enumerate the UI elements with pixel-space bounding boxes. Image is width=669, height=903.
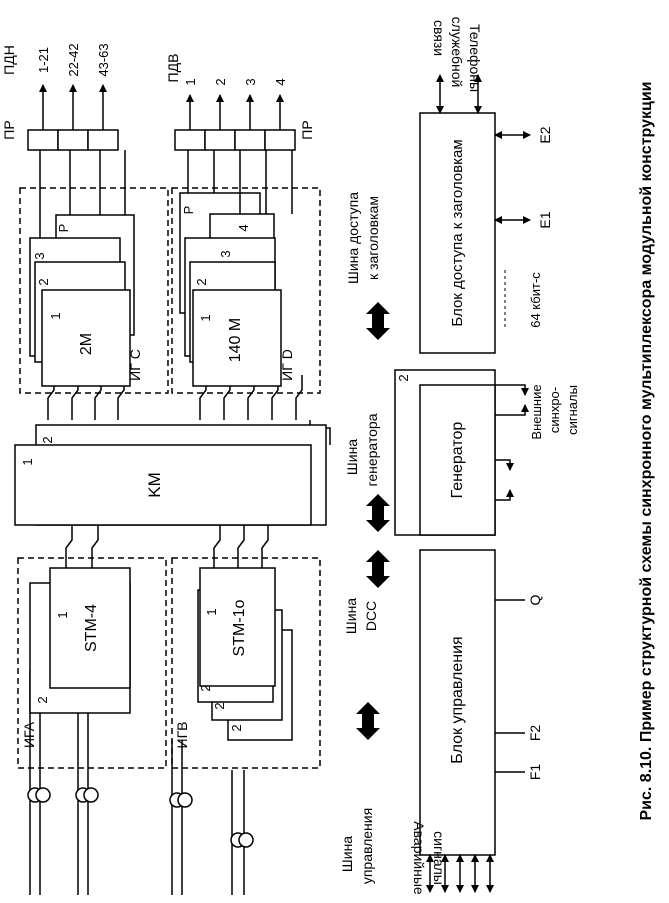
group-igd-frame [171,187,321,394]
pr-top-block[interactable] [27,129,119,151]
mgmt-ports [495,599,525,773]
e1-label: E1 [537,211,553,228]
stm4-num: 1 [55,611,70,618]
gen-num: 2 [396,374,411,381]
phones-label-1: Телефоны [467,24,483,92]
q-label: Q [527,594,543,605]
pdv-label: ПДВ [165,54,181,83]
stm1-card-4-num: 2 [229,724,244,731]
pdv-port-3: 3 [243,78,258,85]
m140-label: 140 M [227,318,244,362]
km-out-num: 2 [40,436,55,443]
kbps-label: 64 кбит-с [528,272,543,328]
mgmt-block[interactable] [419,549,496,856]
output-lines [39,150,293,238]
km-label: KM [145,472,164,498]
hdr-block-label: Блок доступа к заголовкам [449,139,466,326]
ext-sync-label-2: синхро- [547,387,562,433]
m2-label: 2M [78,333,95,355]
pdv-port-4: 4 [273,78,288,85]
hdr-bus-label-2: к заголовкам [365,196,381,280]
group-igc-label: ИГ С [127,349,143,381]
m140-num: 1 [198,314,213,321]
alarm-label-1: Аварийные [411,821,427,895]
gen-bus-label-1: Шина [344,439,360,475]
pr-bottom-label: ПР [299,120,315,139]
mgmt-bus-label-2: управления [359,808,375,884]
dcc-bus-label-2: DCC [363,601,379,631]
stm1-card-2-num: 2 [198,684,213,691]
km-card[interactable] [14,444,312,526]
pr-top-label: ПР [1,120,17,139]
dcc-bus-label-1: Шина [343,598,359,634]
hdr-bus-label-1: Шина доступа [345,192,361,284]
pdn-arrows [39,84,107,130]
pdn-port-2: 22-42 [66,43,81,76]
phone-arrows [436,74,482,114]
optical-connector-icons [27,787,254,848]
group-igd-label: ИГ D [279,349,295,381]
stm4-label: STM-4 [83,604,100,652]
km-in-num: 1 [20,458,35,465]
stm1-label: STM-1o [231,599,248,656]
pdn-port-1: 1-21 [36,47,51,73]
stm4-card[interactable] [49,567,131,689]
m2-card-p-num: P [56,224,71,233]
mgmt-bus-label-1: Шина [339,836,355,872]
sync-arrows [495,384,529,501]
ext-sync-label-1: Внешние [529,384,544,439]
gen-bus-label-2: генератора [364,413,380,486]
m2-num: 1 [48,312,63,319]
gen-block[interactable] [419,384,496,536]
bus-arrows [356,302,390,740]
alarm-arrows [426,854,494,893]
mgmt-block-label: Блок управления [449,636,466,763]
gen-bus-arrow [366,494,390,532]
stm1-card[interactable] [199,567,276,687]
f2-label: F2 [527,725,543,742]
pdv-port-2: 2 [213,78,228,85]
gen-label: Генератор [449,422,466,499]
e-arrows [494,131,531,224]
ext-sync-label-3: сигналы [565,385,580,435]
m140-card-p-num: P [181,206,196,215]
stm4-back-num: 2 [35,696,50,703]
m140-card-3-num: 3 [218,250,233,257]
m140-card-4-num: 4 [236,224,251,231]
m140-card[interactable] [192,289,282,387]
group-igc-frame [19,187,169,394]
group-iga-label: ИГА [21,721,37,748]
figure-caption: Рис. 8.10. Пример структурной схемы синх… [638,81,655,820]
hdr-block[interactable] [419,112,496,354]
mgmt-bus-arrow [356,702,380,740]
hdr-bus-arrow [366,302,390,340]
dcc-bus-arrow [366,550,390,588]
pdn-port-3: 43-63 [96,43,111,76]
phones-label-3: связи [431,20,447,56]
m2-card-2-num: 2 [36,278,51,285]
m140-card-2-num: 2 [194,278,209,285]
phones-label-2: служебной [449,17,465,88]
stm1-num: 1 [204,608,219,615]
pdv-arrows [186,94,284,130]
pdn-label: ПДН [1,45,17,75]
m2-card-3-num: 3 [32,252,47,259]
group-igb-frame [171,557,321,769]
m2-card[interactable] [41,289,131,387]
pdv-port-1: 1 [183,78,198,85]
group-igb-label: ИГВ [174,722,190,749]
e2-label: E2 [537,126,553,143]
alarm-label-2: сигналы [431,831,447,885]
f1-label: F1 [527,764,543,781]
stm1-card-3-num: 2 [212,702,227,709]
pr-bottom-block[interactable] [174,129,296,151]
